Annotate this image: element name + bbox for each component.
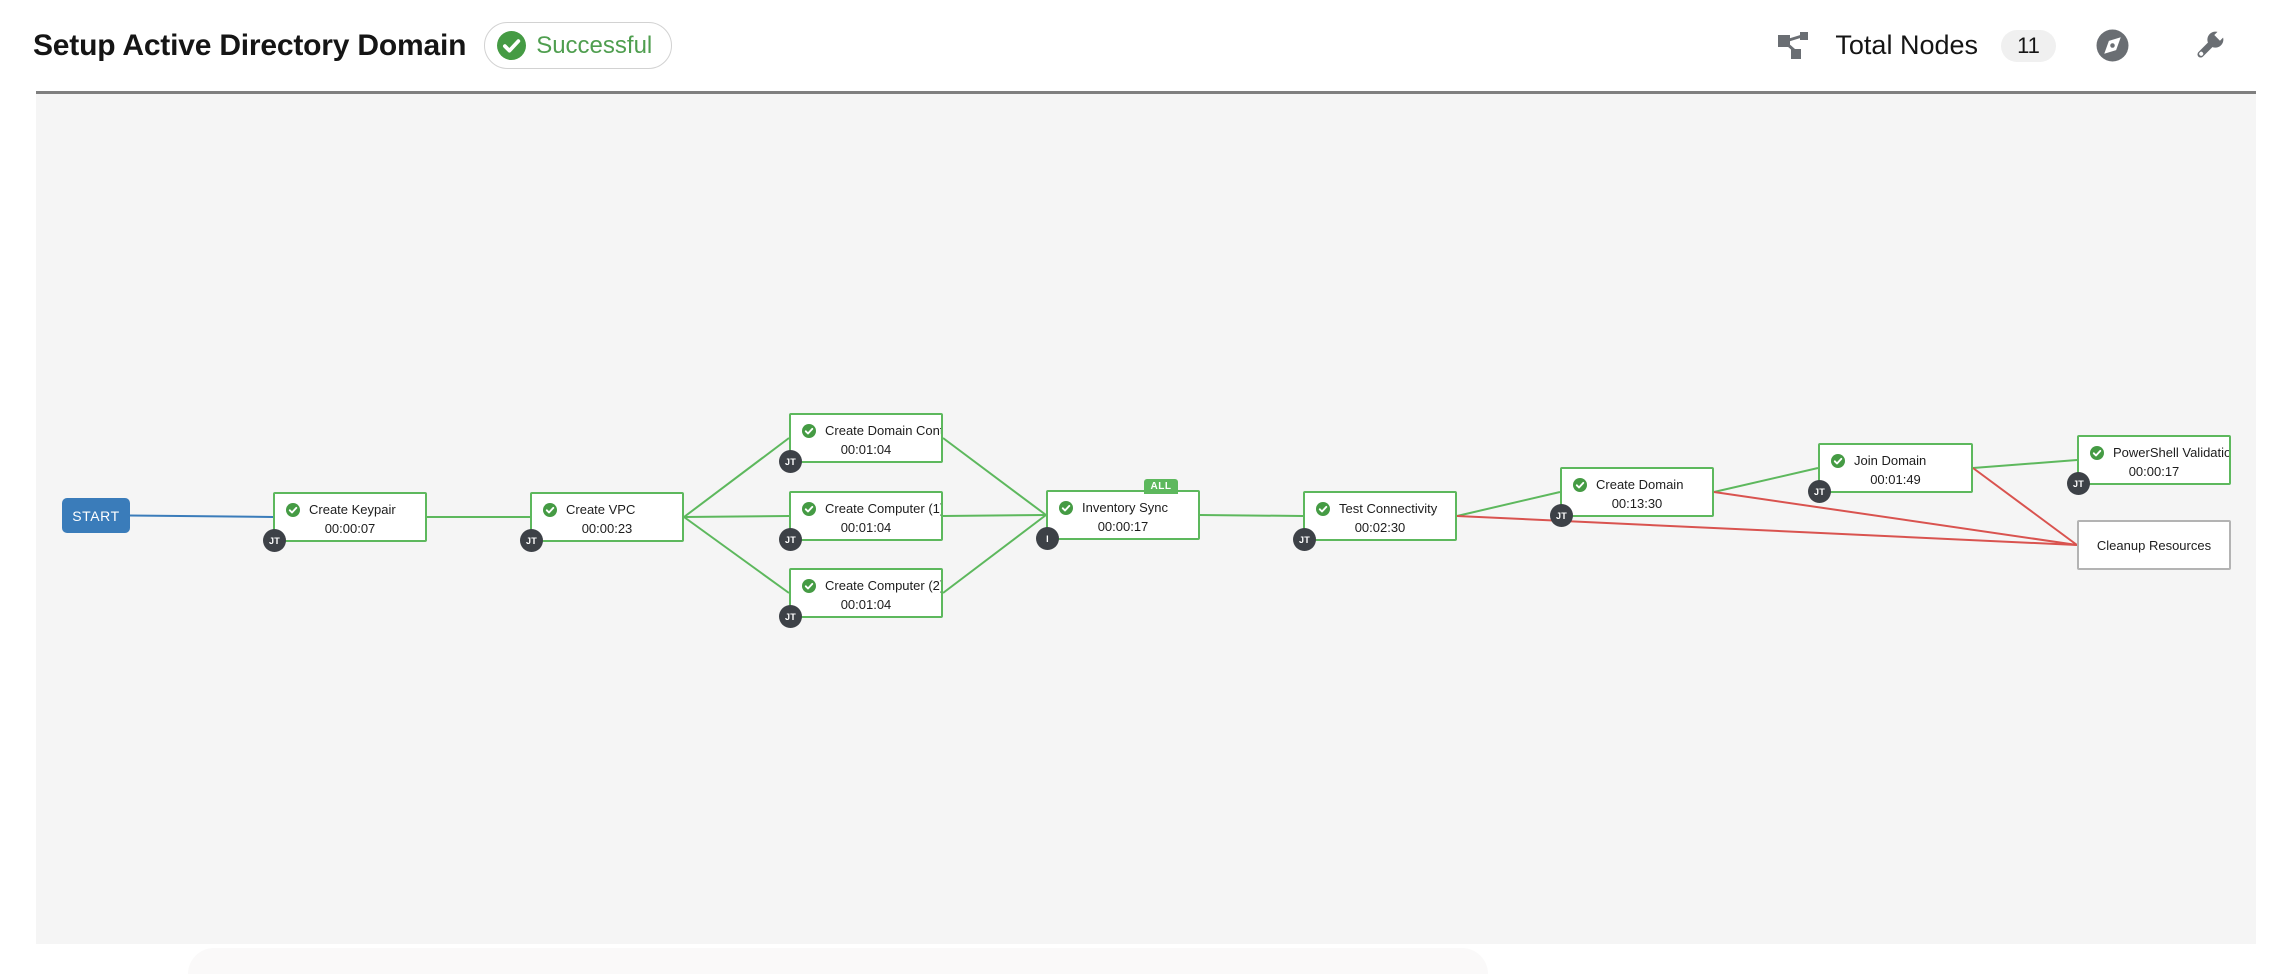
node-elapsed-time: 00:13:30	[1611, 496, 1663, 511]
node-elapsed-time: 00:00:07	[324, 521, 376, 536]
node-success-check-icon	[802, 423, 816, 438]
job-template-type-badge: JT	[779, 605, 802, 628]
legend-compass-button[interactable]	[2096, 29, 2129, 62]
node-label: Inventory Sync	[1082, 500, 1168, 515]
node-label: Create Domain	[1596, 477, 1684, 492]
edge-join-domain-to-powershell-validation-success	[1972, 459, 2078, 469]
node-success-check-icon	[543, 502, 557, 517]
node-label: PowerShell Validation	[2113, 445, 2229, 460]
job-template-type-badge: JT	[2067, 472, 2090, 495]
edge-test-connectivity-to-create-domain-success	[1456, 491, 1561, 517]
node-label: Create Keypair	[309, 502, 396, 517]
check-circle-icon	[497, 31, 527, 60]
job-template-type-badge: JT	[1808, 480, 1831, 503]
node-elapsed-time: 00:01:04	[840, 442, 892, 457]
node-label: Cleanup Resources	[2096, 537, 2212, 553]
edge-join-domain-to-cleanup-resources-failure	[1972, 467, 2078, 546]
node-label: Create Computer (2)	[825, 578, 941, 593]
node-success-check-icon	[286, 502, 300, 517]
node-success-check-icon	[2090, 445, 2104, 460]
convergence-all-badge: ALL	[1144, 479, 1178, 494]
tools-button[interactable]	[2191, 27, 2227, 64]
node-success-check-icon	[1831, 453, 1845, 468]
edge-create-domain-to-join-domain-success	[1713, 467, 1819, 493]
node-elapsed-time: 00:01:49	[1870, 472, 1921, 487]
job-template-type-badge: JT	[779, 450, 802, 473]
header-title-group: Setup Active Directory Domain Successful	[33, 0, 673, 91]
edge-create-vpc-to-create-computer-2-success	[683, 516, 790, 594]
edge-start-to-create-keypair-always	[129, 514, 274, 518]
edge-create-vpc-to-create-computer-1-success	[683, 515, 790, 518]
node-elapsed-time: 00:00:17	[1097, 519, 1149, 534]
status-label: Successful	[536, 31, 653, 59]
edge-create-vpc-to-create-domain-controller-success	[683, 437, 790, 518]
node-elapsed-time: 00:02:30	[1354, 520, 1406, 535]
edge-create-computer-1-to-inventory-sync-success	[942, 514, 1047, 517]
page-header: Setup Active Directory Domain Successful	[0, 0, 2290, 91]
node-success-check-icon	[802, 578, 816, 593]
job-template-type-badge: JT	[520, 529, 543, 552]
node-success-check-icon	[802, 501, 816, 516]
total-nodes-label: Total Nodes	[1835, 30, 1978, 60]
node-label: Create Domain Contr...	[825, 423, 941, 438]
inventory-source-type-badge: I	[1036, 527, 1059, 550]
node-success-check-icon	[1316, 501, 1330, 516]
edge-create-domain-controller-to-inventory-sync-success	[942, 437, 1047, 516]
node-success-check-icon	[1573, 477, 1587, 492]
edge-create-computer-2-to-inventory-sync-success	[942, 514, 1047, 594]
node-elapsed-time: 00:01:04	[840, 520, 892, 535]
node-label: Join Domain	[1854, 453, 1927, 468]
background-artifact	[188, 948, 1488, 974]
node-success-check-icon	[1059, 500, 1073, 515]
job-template-type-badge: JT	[1550, 504, 1573, 527]
edge-create-domain-to-cleanup-resources-failure	[1713, 491, 2078, 546]
total-nodes-count-badge: 11	[2001, 29, 2056, 62]
node-label: Test Connectivity	[1339, 501, 1438, 516]
node-elapsed-time: 00:00:23	[581, 521, 633, 536]
page-title: Setup Active Directory Domain	[33, 28, 467, 62]
header-toolbar: Total Nodes 11	[1778, 0, 2227, 91]
workflow-start-node[interactable]: START	[62, 498, 130, 533]
node-label: Create Computer (1)	[825, 501, 941, 516]
node-elapsed-time: 00:01:04	[840, 597, 892, 612]
sitemap-icon	[1778, 31, 1810, 60]
node-label: Create VPC	[566, 502, 636, 517]
status-badge: Successful	[484, 22, 673, 69]
node-elapsed-time: 00:00:17	[2128, 464, 2180, 479]
wrench-icon	[2191, 27, 2227, 64]
edge-inventory-sync-to-test-connectivity-success	[1199, 514, 1304, 517]
compass-icon	[2096, 29, 2129, 62]
job-template-type-badge: JT	[263, 529, 286, 552]
workflow-node-cleanup-resources[interactable]: Cleanup Resources	[2077, 520, 2231, 570]
job-template-type-badge: JT	[779, 528, 802, 551]
job-template-type-badge: JT	[1293, 528, 1316, 551]
